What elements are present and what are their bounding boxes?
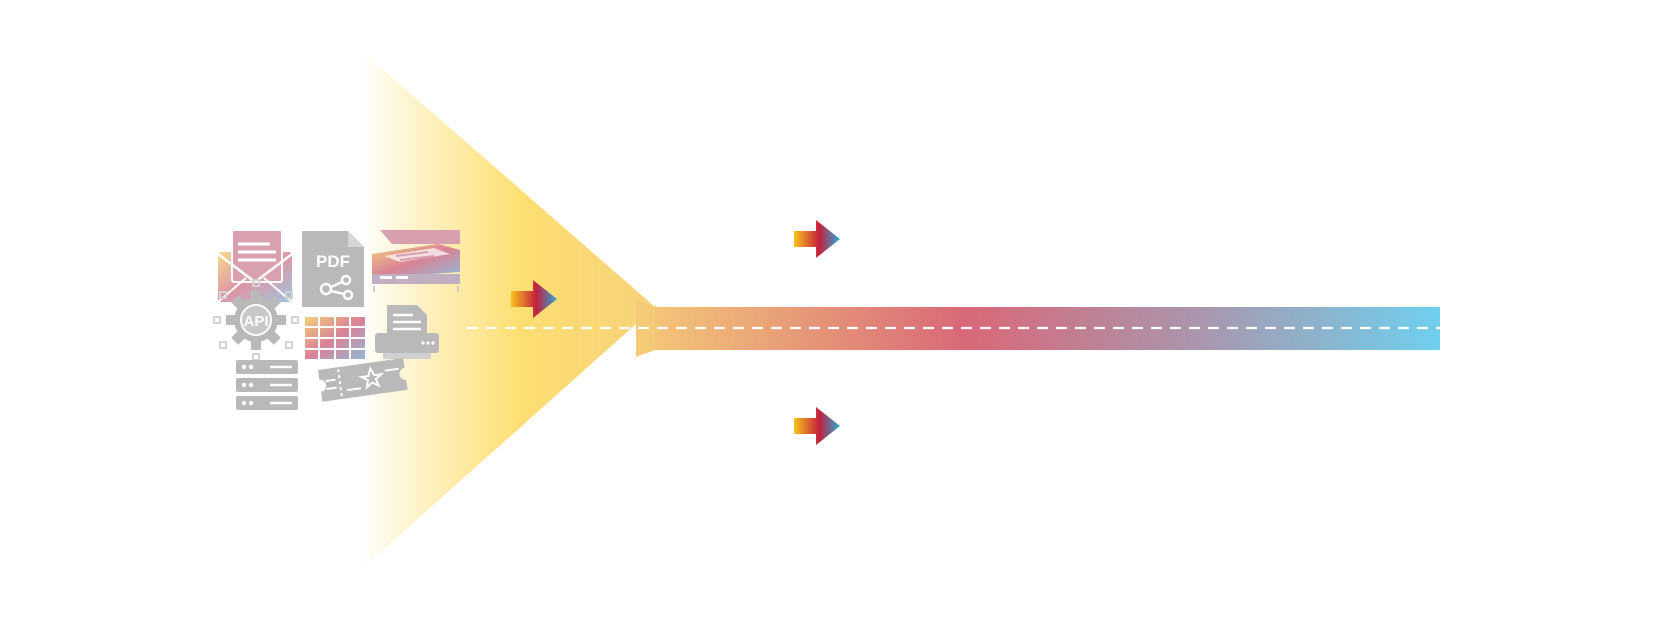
- funnel-fade: [345, 40, 385, 580]
- lower-output-arrow: [794, 407, 840, 445]
- printer-icon: [375, 305, 439, 359]
- pdf-share-icon: PDF: [302, 231, 364, 307]
- email-icon: [217, 229, 293, 303]
- scanner-icon: [372, 230, 460, 292]
- upper-output-arrow: [794, 220, 840, 258]
- svg-text:PDF: PDF: [316, 252, 350, 271]
- api-gear-icon: API: [213, 279, 299, 361]
- ticket-icon: [318, 358, 408, 402]
- input-arrow: [511, 280, 557, 318]
- server-icon: [236, 360, 298, 410]
- funnel-shape: [355, 45, 655, 575]
- spreadsheet-icon: [303, 315, 367, 361]
- svg-text:API: API: [243, 313, 268, 330]
